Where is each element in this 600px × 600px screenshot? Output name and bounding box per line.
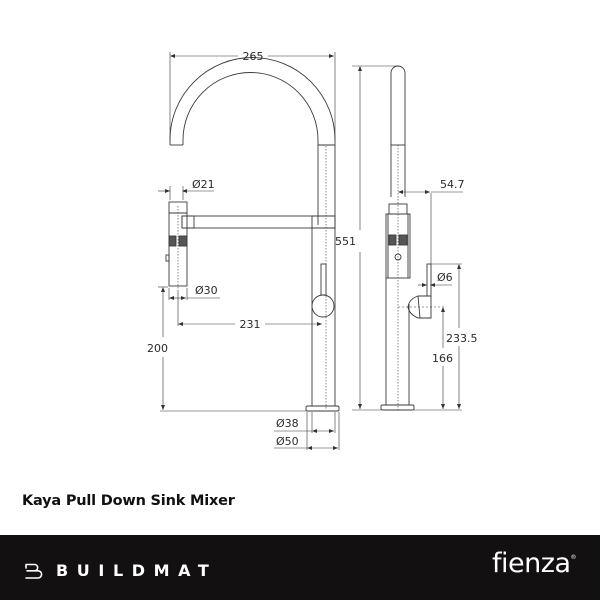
side-view: [380, 65, 432, 411]
gooseneck-inner: [182, 72, 319, 225]
side-dimensions: [352, 65, 463, 411]
registered-mark: ®: [570, 554, 577, 561]
side-spray-head: [385, 213, 411, 279]
base: [305, 405, 340, 412]
dim-body-diameter: Ø38: [276, 417, 299, 430]
side-lever-knob: [407, 295, 432, 319]
front-view: [165, 57, 340, 412]
side-lever-handle: [426, 263, 432, 297]
dim-overall-width: 265: [243, 50, 264, 63]
dim-reach: 231: [240, 318, 261, 331]
spray-head-grip-left: [168, 235, 177, 247]
product-title: Kaya Pull Down Sink Mixer: [22, 493, 235, 509]
front-dimension-labels: 265 Ø21 Ø30 231 200 Ø38 Ø50: [147, 50, 299, 448]
dim-lever-diameter: Ø6: [437, 271, 453, 284]
gooseneck-outer: [169, 57, 336, 225]
side-base: [380, 404, 415, 411]
dim-spout-head-diameter: Ø30: [195, 284, 218, 297]
spray-head-grip-right: [178, 235, 188, 247]
buildmat-b-logo-icon: [25, 563, 43, 579]
front-dimensions: [158, 52, 340, 450]
dim-overall-height: 551: [335, 235, 356, 248]
dim-lever-top-height: 233.5: [446, 332, 478, 345]
fienza-logo: fienza®: [492, 548, 576, 579]
side-dimension-labels: 551 54.7 Ø6 233.5 166: [335, 178, 478, 365]
buildmat-wordmark: BUILDMAT: [56, 561, 218, 580]
buildmat-logo: BUILDMAT: [24, 561, 217, 580]
technical-drawing: 265 Ø21 Ø30 231 200 Ø38 Ø50: [147, 50, 478, 450]
brand-footer: BUILDMAT fienza®: [0, 535, 600, 600]
dim-lever-axis-height: 166: [432, 352, 453, 365]
dim-spout-outlet-height: 200: [147, 342, 168, 355]
lever-knob: [311, 294, 335, 318]
dim-base-diameter: Ø50: [276, 435, 299, 448]
dim-spout-offset: 54.7: [440, 178, 465, 191]
side-tube: [390, 65, 406, 197]
fienza-wordmark: fienza: [492, 548, 571, 579]
lever-handle: [320, 263, 327, 296]
dim-spout-tip-diameter: Ø21: [192, 178, 215, 191]
